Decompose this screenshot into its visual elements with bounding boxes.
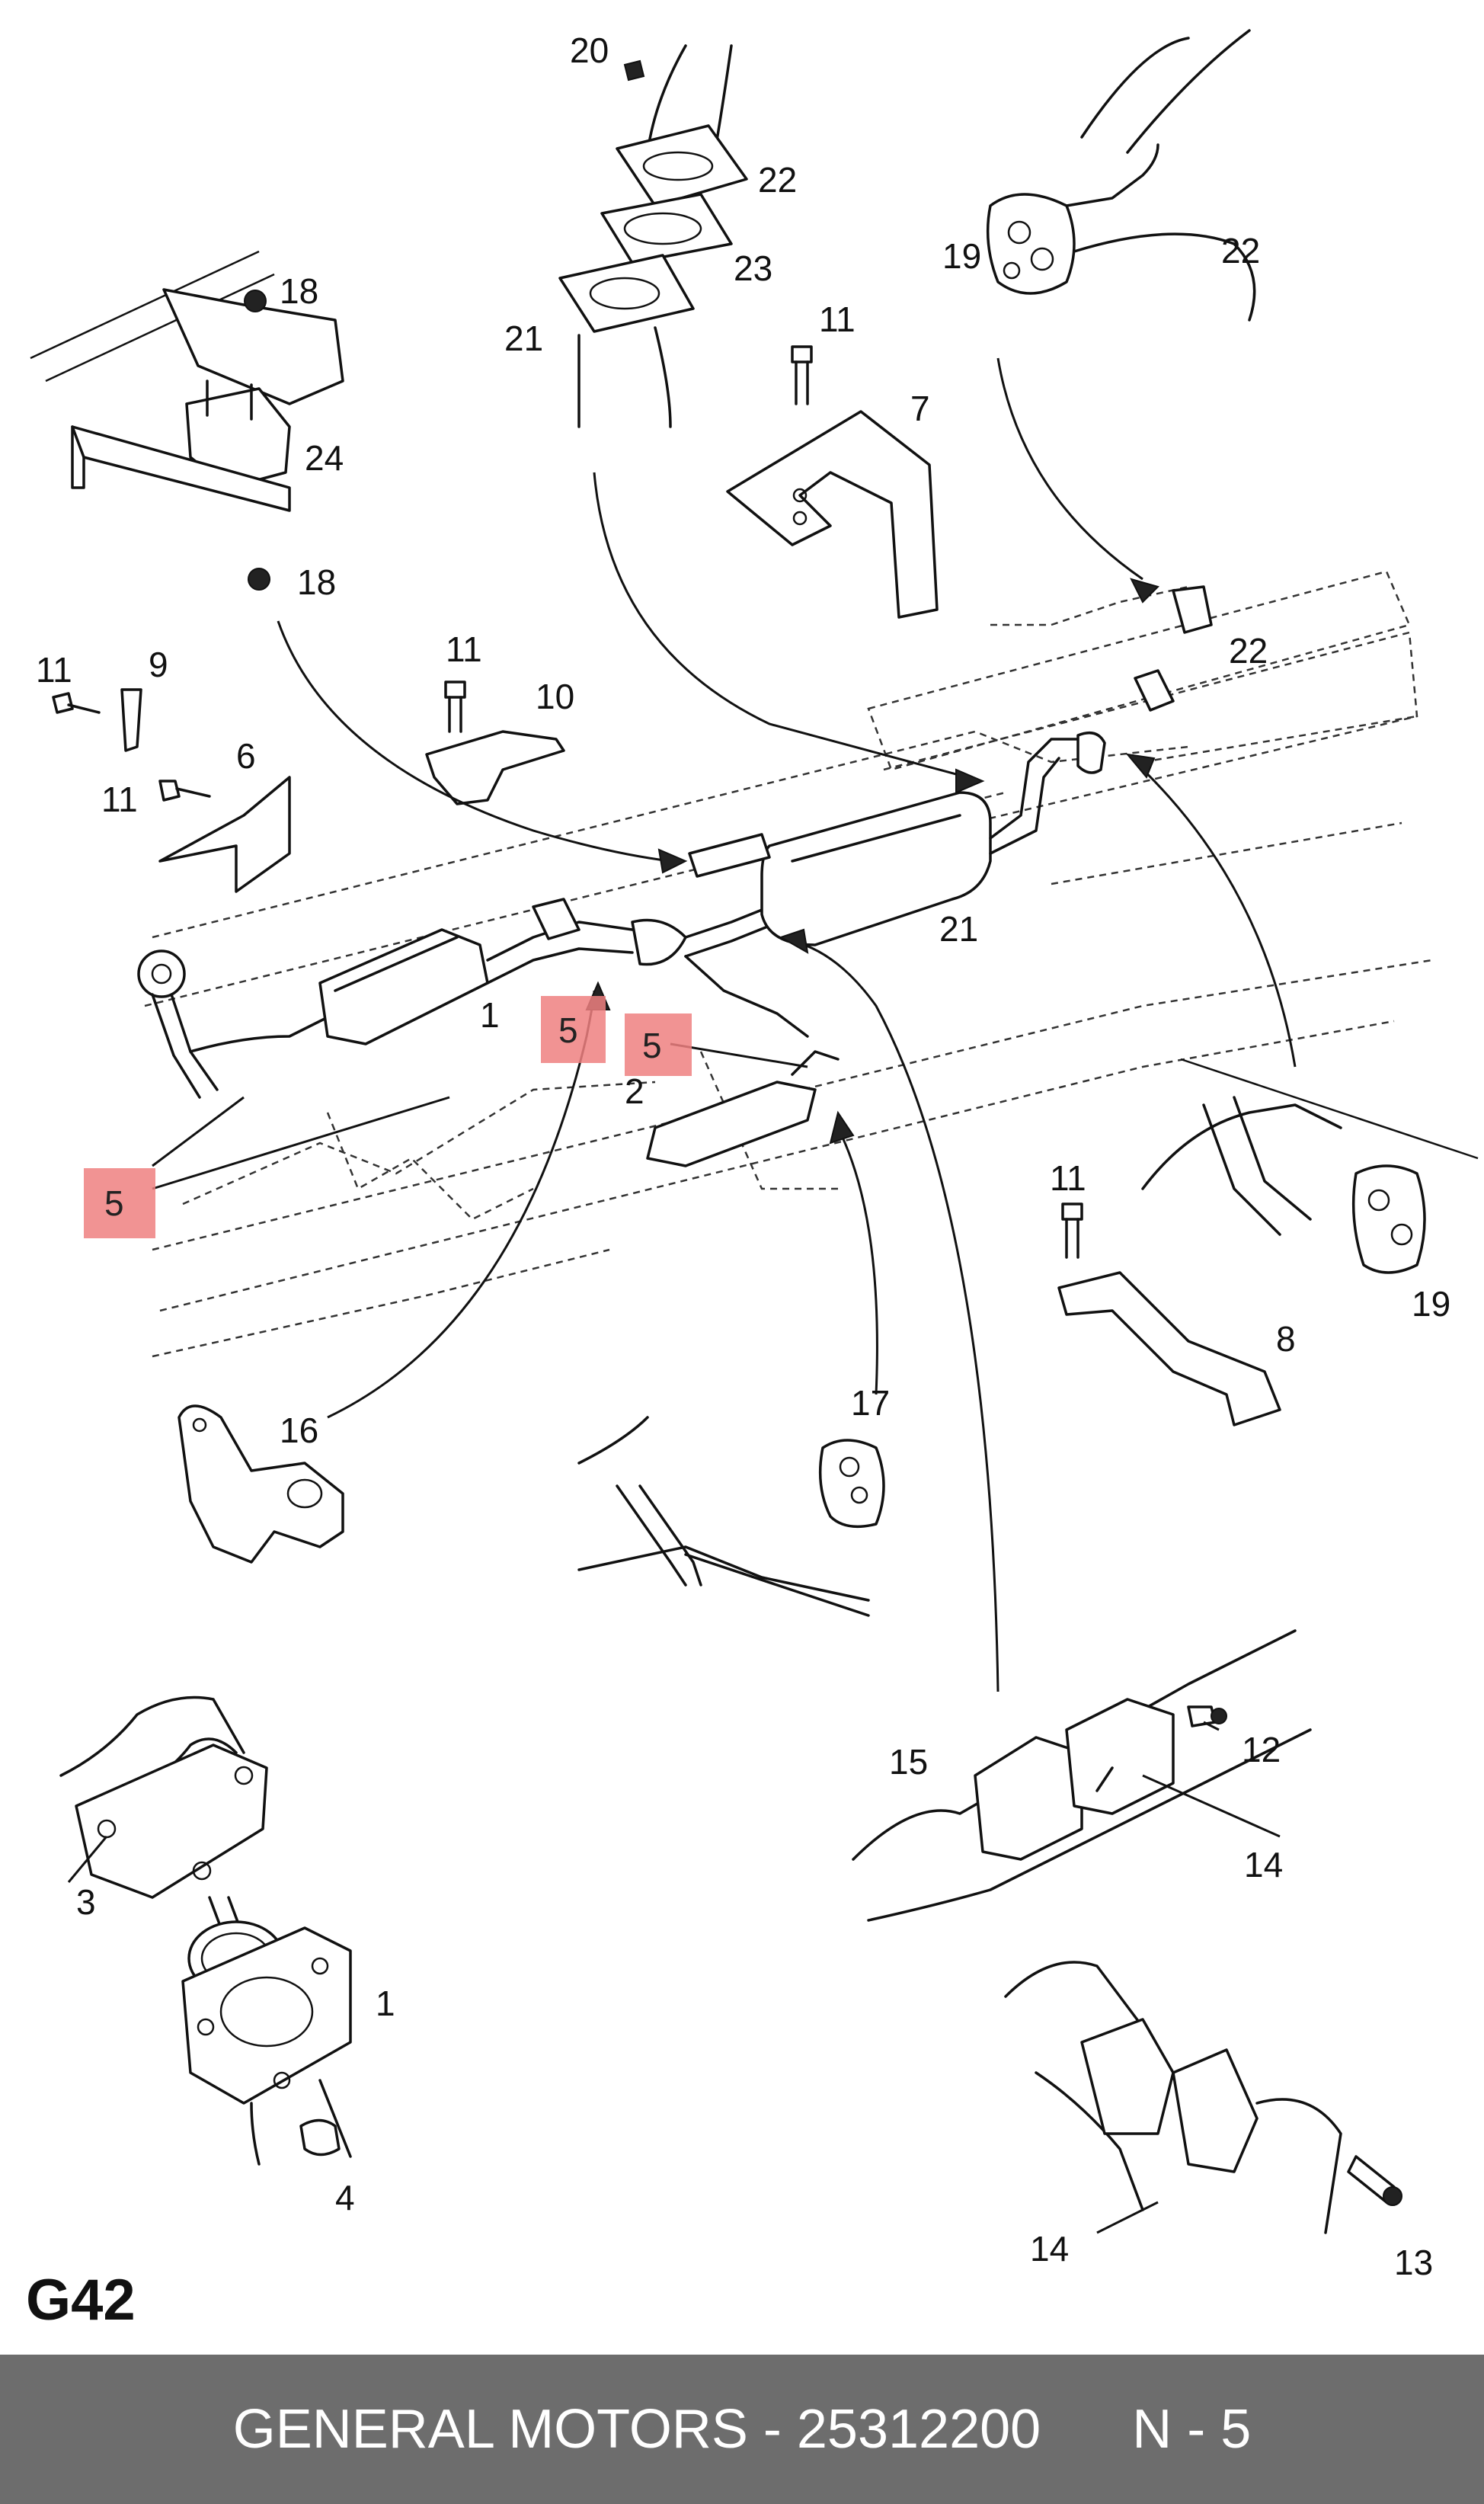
callout-20: 20 — [570, 30, 609, 70]
flange-detail-top — [558, 44, 748, 428]
exhaust-pipe-assembly — [137, 585, 1213, 1167]
rubber-hanger-19-top — [986, 29, 1256, 322]
highlight-callouts: 5 5 5 — [84, 996, 692, 1238]
bolt-11-a — [791, 345, 813, 405]
bracket-7 — [726, 410, 939, 619]
callout-19-a: 19 — [942, 236, 981, 276]
clamp-detail-lower — [1004, 1961, 1402, 2234]
callout-11-e: 11 — [1050, 1158, 1086, 1198]
callout-labels: 20 22 23 21 22 19 11 7 18 24 18 11 10 11… — [36, 30, 1450, 2282]
callout-1-a: 1 — [480, 995, 500, 1035]
callout-2: 2 — [625, 1071, 644, 1111]
callout-22-b: 22 — [1221, 231, 1260, 271]
brackets-left — [52, 680, 565, 893]
clamp-detail-upper — [852, 1629, 1312, 1922]
callout-10: 10 — [536, 677, 574, 716]
callout-16: 16 — [280, 1411, 318, 1450]
mount-block-top-left — [30, 250, 344, 591]
callout-22-c: 22 — [1229, 631, 1268, 671]
flange-detail-bottom — [59, 1695, 352, 2166]
callout-24: 24 — [305, 438, 344, 478]
leader-lines — [67, 357, 1297, 2234]
callout-17: 17 — [851, 1383, 890, 1423]
callout-12: 12 — [1242, 1730, 1281, 1769]
arrowheads — [585, 578, 1159, 1145]
callout-11-a: 11 — [819, 299, 856, 339]
callout-15: 15 — [889, 1742, 928, 1782]
callout-8: 8 — [1276, 1319, 1296, 1359]
callout-18-b: 18 — [297, 562, 336, 602]
highlight-box-3 — [84, 1168, 155, 1238]
callout-19-b: 19 — [1412, 1284, 1450, 1324]
exhaust-system-diagram: 5 5 5 20 22 23 21 22 19 11 7 18 24 18 11… — [30, 29, 1479, 2282]
footer-bar: GENERAL MOTORS - 25312200 N - 5 — [0, 2355, 1484, 2504]
highlight-label-3: 5 — [104, 1183, 124, 1223]
highlight-label-2: 5 — [642, 1026, 662, 1065]
callout-6: 6 — [236, 736, 256, 776]
callout-4: 4 — [335, 2178, 355, 2217]
callout-1-b: 1 — [376, 1984, 395, 2023]
callout-23: 23 — [734, 248, 772, 288]
callout-11-b: 11 — [446, 629, 482, 669]
callout-14-a: 14 — [1244, 1845, 1283, 1884]
callout-21-a: 21 — [504, 319, 543, 358]
bracket-8-group — [1057, 1058, 1479, 1427]
callout-9: 9 — [149, 645, 168, 684]
callout-18-a: 18 — [280, 271, 318, 311]
hanger-17-detail — [577, 1416, 885, 1617]
page-code: G42 — [26, 2268, 136, 2333]
footer-caption: GENERAL MOTORS - 25312200 N - 5 — [232, 2399, 1252, 2460]
highlight-label-1: 5 — [558, 1010, 578, 1050]
callout-11-d: 11 — [101, 780, 138, 819]
callout-3: 3 — [76, 1882, 96, 1922]
callout-7: 7 — [910, 389, 930, 428]
callout-14-b: 14 — [1030, 2229, 1069, 2269]
bracket-16 — [178, 1404, 344, 1564]
callout-22-a: 22 — [758, 160, 797, 200]
callout-11-c: 11 — [36, 650, 72, 690]
callout-21-b: 21 — [939, 909, 978, 949]
underbody-frame — [144, 570, 1433, 1358]
highlight-box-1 — [541, 996, 606, 1063]
highlight-box-2 — [625, 1013, 692, 1076]
callout-13: 13 — [1394, 2243, 1433, 2282]
